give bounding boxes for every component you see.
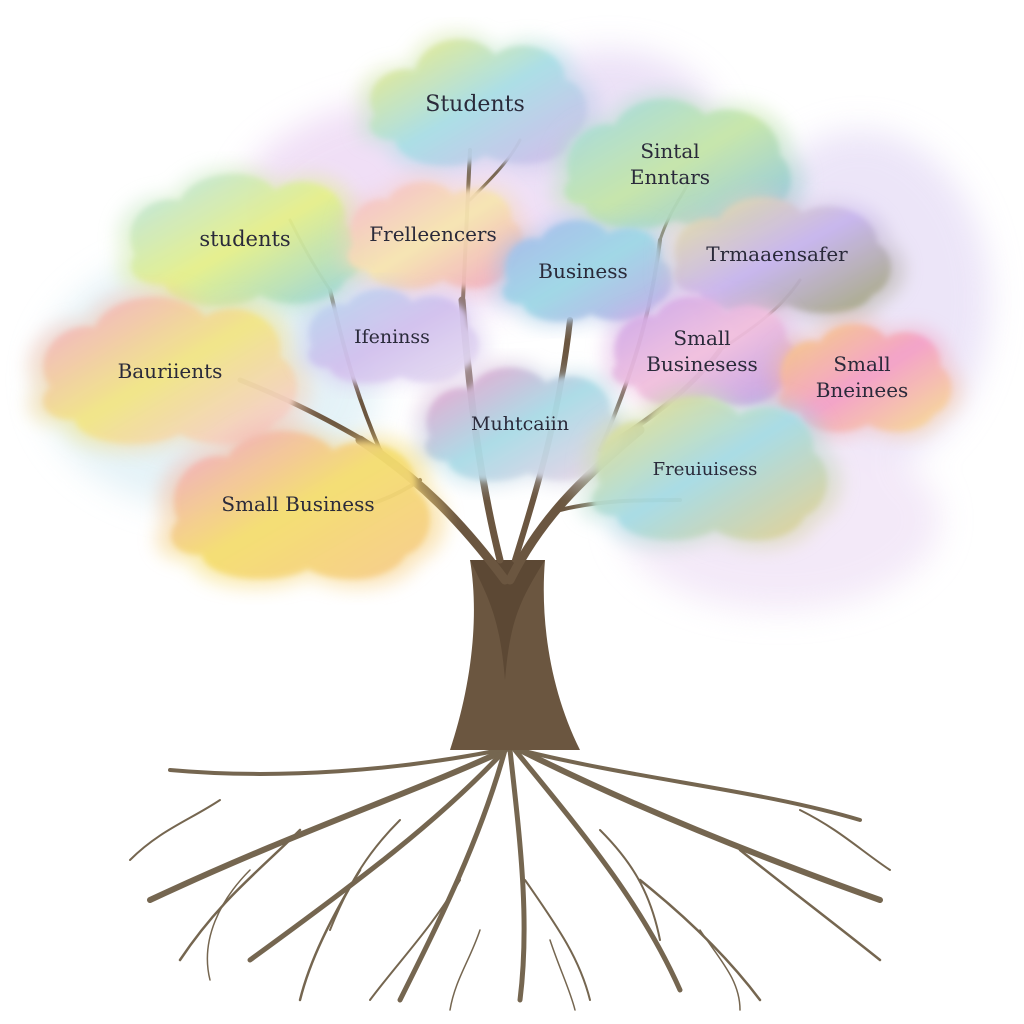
cloud-label: Trmaaensafer	[706, 242, 848, 266]
cloud-shape	[43, 297, 297, 444]
cloud-shape	[130, 173, 364, 306]
cloud-label: Frelleencers	[369, 222, 496, 246]
cloud-label-line: Trmaaensafer	[706, 242, 848, 266]
cloud-label: students	[199, 227, 290, 251]
cloud-shape	[779, 324, 952, 432]
cloud-label: Muhtcaiin	[471, 413, 569, 435]
cloud-trmaaensafer: Trmaaensafer	[661, 190, 905, 321]
cloud-small-business: Small Business	[156, 422, 446, 588]
trunk	[450, 560, 580, 750]
cloud-muhtcaiin: Muhtcaiin	[413, 361, 634, 488]
cloud-ifeninss: Ifeninss	[298, 283, 490, 389]
cloud-students-top: Students	[357, 31, 600, 173]
cloud-students-left: students	[116, 166, 379, 314]
cloud-label: Bauriients	[118, 359, 223, 383]
cloud-label-line: Businesess	[646, 352, 758, 376]
cloud-shape	[348, 182, 524, 289]
cloud-shape	[503, 220, 673, 322]
cloud-shape	[308, 289, 479, 383]
cloud-label: Students	[425, 92, 524, 117]
cloud-label: Freuiuisess	[653, 459, 758, 480]
cloud-label-line: Business	[538, 259, 627, 283]
cloud-shape	[171, 431, 430, 580]
cloud-label-line: Small	[673, 326, 730, 350]
cloud-bauriients: Bauriients	[27, 288, 312, 453]
cloud-label: Small Business	[221, 492, 374, 516]
cloud-label-line: Enntars	[630, 165, 710, 189]
cloud-label-line: Bauriients	[118, 359, 223, 383]
cloud-shape	[370, 39, 587, 166]
cloud-label-line: Students	[425, 92, 524, 117]
cloud-label-line: Freuiuisess	[653, 459, 758, 480]
cloud-label-line: Muhtcaiin	[471, 413, 569, 435]
cloud-label: Ifeninss	[354, 326, 430, 348]
cloud-label-line: students	[199, 227, 290, 251]
cloud-business: Business	[493, 214, 683, 328]
cloud-shape	[425, 367, 622, 481]
cloud-label: Business	[538, 259, 627, 283]
cloud-label-line: Bneinees	[816, 378, 909, 402]
roots	[129, 747, 891, 1011]
cloud-label-line: Frelleencers	[369, 222, 496, 246]
cloud-label-line: Small	[833, 352, 890, 376]
cloud-label-line: Ifeninss	[354, 326, 430, 348]
cloud-shape	[673, 197, 891, 314]
cloud-shape	[612, 296, 798, 406]
cloud-label-line: Small Business	[221, 492, 374, 516]
cloud-label-line: Sintal	[640, 139, 699, 163]
cloud-frelleencers: Frelleencers	[337, 175, 535, 296]
cloud-shape	[591, 396, 827, 541]
cloud-freuiuisess: Freuiuisess	[578, 387, 842, 549]
